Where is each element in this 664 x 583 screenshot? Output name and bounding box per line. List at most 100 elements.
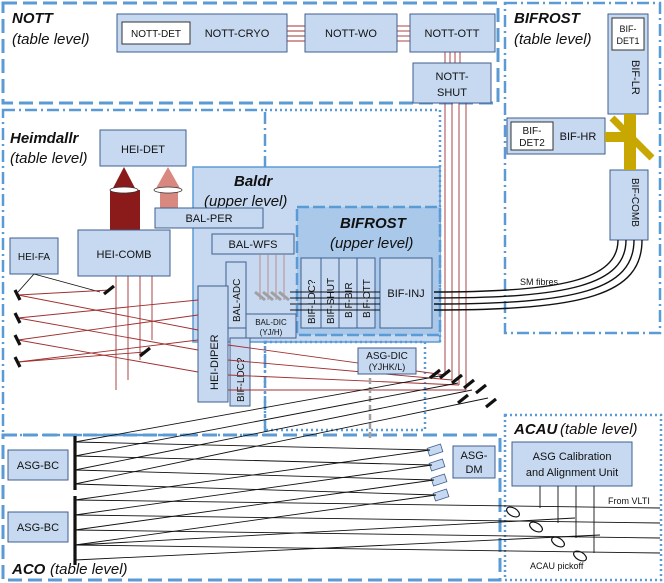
asg-bc-bottom-box bbox=[7, 511, 69, 543]
nott-cryo-label: NOTT-CRYO bbox=[205, 28, 270, 40]
bal-pink-lens-cone bbox=[155, 167, 181, 190]
bifrost-table-zone bbox=[503, 1, 662, 335]
hei-det-label: HEI-DET bbox=[121, 144, 165, 156]
acau-title: ACAU bbox=[513, 421, 558, 438]
asg-bc-bottom-label: ASG-BC bbox=[17, 522, 59, 534]
nott-ott-box bbox=[409, 13, 496, 53]
bal-per-box bbox=[154, 207, 264, 229]
asg-dic-box bbox=[357, 347, 417, 375]
asg-dm-label-1: ASG- bbox=[461, 450, 488, 462]
bif-ott-box bbox=[356, 257, 376, 329]
from-vlti-label: From VLTI bbox=[608, 496, 650, 506]
asg-dm-label-2: DM bbox=[465, 464, 482, 476]
heimdallr-mirrors bbox=[13, 284, 151, 368]
heimdallr-title: Heimdallr bbox=[10, 130, 80, 147]
bif-inj-label: BIF-INJ bbox=[387, 288, 424, 300]
bif-lr-comb-link bbox=[624, 114, 636, 170]
bal-dic-label-1: BAL-DIC bbox=[255, 318, 287, 327]
acau-unit-label-2: and Alignment Unit bbox=[526, 467, 618, 479]
bif-det1-label-1: BIF- bbox=[620, 24, 637, 34]
hei-dark-lens-cone bbox=[112, 167, 136, 190]
bif-shut-label: BIF-SHUT bbox=[326, 278, 337, 324]
feed-mirrors bbox=[429, 368, 497, 409]
nott-beams bbox=[287, 25, 467, 390]
bif-det2-label-2: DET2 bbox=[519, 138, 545, 149]
aco-zone bbox=[1, 433, 502, 582]
asg-bc-top-label: ASG-BC bbox=[17, 460, 59, 472]
nott-ott-label: NOTT-OTT bbox=[425, 28, 480, 40]
bal-per-label: BAL-PER bbox=[185, 213, 232, 225]
bal-dic-box bbox=[245, 313, 297, 339]
hei-det-box bbox=[99, 129, 187, 167]
bal-pink-beam bbox=[160, 190, 178, 210]
hei-diper-box bbox=[197, 285, 229, 403]
sm-fibres-label: SM fibres bbox=[520, 277, 559, 287]
nott-zone bbox=[1, 1, 500, 105]
bif-ott-label: BIF-OTT bbox=[362, 279, 373, 318]
bif-inj-box bbox=[379, 257, 433, 329]
aco-beams bbox=[74, 374, 661, 561]
bif-det2-label-1: BIF- bbox=[523, 126, 542, 137]
asg-dm-box bbox=[452, 445, 496, 479]
bifrost-upper-title: BIFROST bbox=[340, 215, 408, 232]
hei-dark-beam bbox=[110, 190, 140, 230]
bal-wfs-beams bbox=[254, 254, 290, 302]
bif-comb-box bbox=[609, 169, 649, 241]
acau-unit-box bbox=[511, 441, 633, 487]
hei-comb-label: HEI-COMB bbox=[97, 249, 152, 261]
bif-det2-box bbox=[510, 121, 554, 151]
nott-wo-label: NOTT-WO bbox=[325, 28, 377, 40]
asg-bc-top-box bbox=[7, 449, 69, 481]
asg-dic-label-1: ASG-DIC bbox=[366, 351, 408, 362]
aco-title: ACO bbox=[11, 561, 46, 578]
sm-fibres bbox=[433, 239, 643, 311]
bif-upper-beams bbox=[290, 291, 380, 311]
bal-wfs-label: BAL-WFS bbox=[229, 239, 278, 251]
bifrost-subtitle: (table level) bbox=[514, 31, 592, 48]
bif-hr-link bbox=[605, 132, 627, 142]
bif-bir-label: BIF-BIR bbox=[344, 282, 355, 318]
asg-dm-elements bbox=[426, 443, 450, 502]
aco-subtitle: (table level) bbox=[50, 561, 128, 578]
bif-lr-label: BIF-LR bbox=[629, 60, 641, 95]
bif-det1-label-2: DET1 bbox=[616, 36, 639, 46]
baldr-title: Baldr bbox=[234, 173, 274, 190]
bif-ldc-upper-label: BIF-LDC? bbox=[307, 279, 318, 324]
heimdallr-subtitle: (table level) bbox=[10, 150, 88, 167]
bal-wfs-box bbox=[211, 233, 295, 255]
hei-lens bbox=[109, 186, 139, 194]
acau-pickoff-label: ACAU pickoff bbox=[530, 561, 584, 571]
nott-shut-label-2: SHUT bbox=[437, 87, 467, 99]
nott-shut-box bbox=[412, 62, 492, 104]
acau-unit-label-1: ASG Calibration bbox=[533, 451, 612, 463]
hei-fa-pointers bbox=[17, 273, 101, 293]
bif-ldc-lower-box bbox=[229, 337, 251, 407]
nott-subtitle: (table level) bbox=[12, 31, 90, 48]
bif-comb-label: BIF-COMB bbox=[629, 178, 640, 227]
bif-hr-label: BIF-HR bbox=[560, 131, 597, 143]
asg-dic-zone bbox=[263, 340, 427, 432]
bal-adc-label: BAL-ADC bbox=[232, 279, 243, 322]
nott-wo-box bbox=[304, 13, 398, 53]
hei-comb-box bbox=[77, 229, 171, 277]
baldr-subtitle: (upper level) bbox=[204, 193, 287, 210]
bal-lens bbox=[153, 186, 183, 194]
bal-dic-label-2: (YJ/H) bbox=[260, 328, 283, 337]
hei-diper-label: HEI-DIPER bbox=[209, 334, 221, 390]
hei-comb-beams bbox=[115, 276, 153, 390]
nott-det-box bbox=[121, 21, 191, 45]
nott-shut-label-1: NOTT- bbox=[436, 71, 469, 83]
nott-det-label: NOTT-DET bbox=[131, 29, 181, 40]
bifrost-upper-subtitle: (upper level) bbox=[330, 235, 413, 252]
hei-fa-label: HEI-FA bbox=[18, 252, 51, 263]
bif-ldc-lower-label: BIF-LDC? bbox=[236, 357, 247, 402]
acau-feeds bbox=[539, 486, 595, 553]
heimdallr-beams bbox=[17, 289, 466, 391]
bif-det1-box bbox=[611, 17, 645, 51]
bifrost-title: BIFROST bbox=[514, 10, 582, 27]
acau-subtitle: (table level) bbox=[560, 421, 638, 438]
acau-pickoffs bbox=[506, 506, 587, 562]
nott-title: NOTT bbox=[12, 10, 55, 27]
